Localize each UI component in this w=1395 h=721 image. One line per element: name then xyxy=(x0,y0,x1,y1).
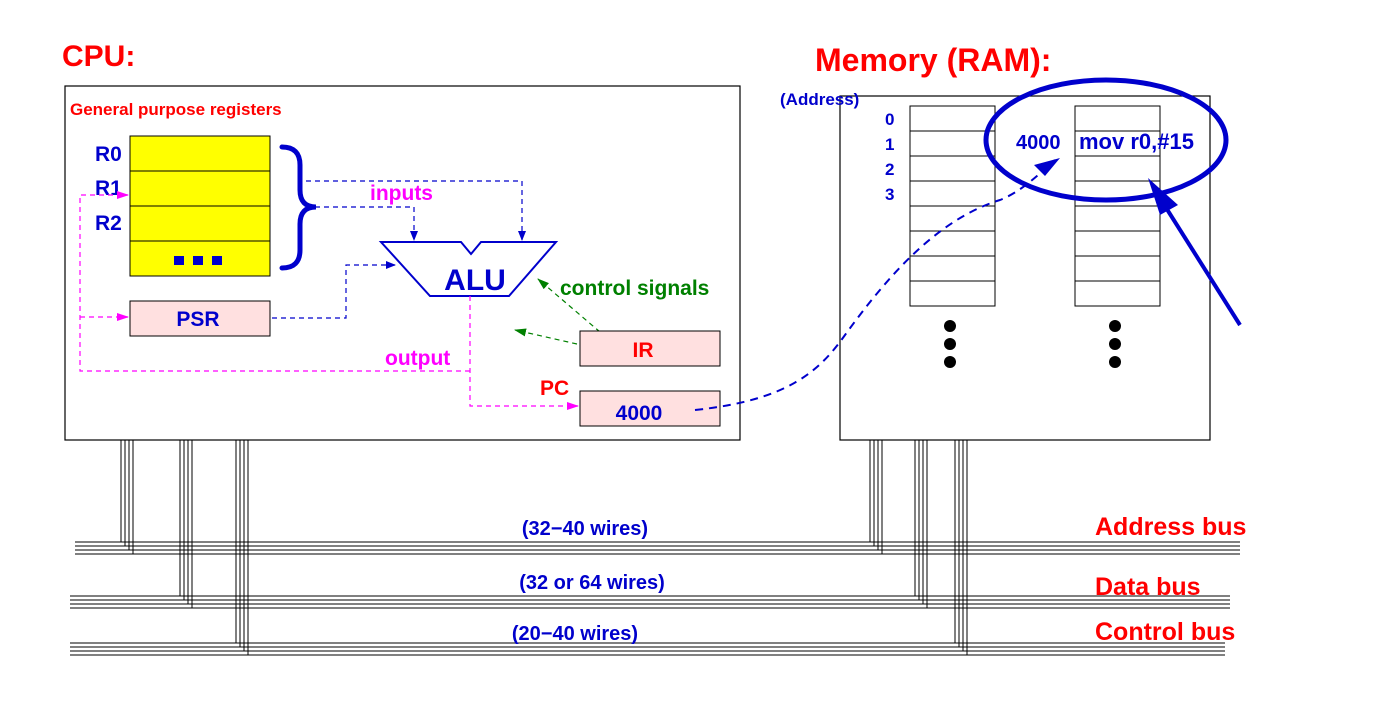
memory-continuation-dots xyxy=(944,320,1121,368)
memory-title: Memory (RAM): xyxy=(815,42,1051,78)
highlight-pointer-arrow xyxy=(1156,193,1242,327)
address-label: 0 xyxy=(885,110,894,129)
address-bus-wires: (32−40 wires) xyxy=(522,518,648,540)
control-bus-wires: (20−40 wires) xyxy=(512,623,638,645)
data-bus-lines xyxy=(70,595,1230,609)
address-bus-lines xyxy=(75,541,1240,555)
memory-column-high xyxy=(1074,105,1161,307)
highlight-address: 4000 xyxy=(1016,132,1061,154)
alu-shape xyxy=(378,241,559,297)
memory-column-low xyxy=(909,105,996,307)
pc-value: 4000 xyxy=(616,402,663,425)
inputs-label: inputs xyxy=(370,182,433,205)
register-r0 xyxy=(129,135,271,172)
ellipsis-dot xyxy=(212,256,222,265)
register-r2 xyxy=(129,205,271,242)
ir-register xyxy=(579,330,721,367)
register-file xyxy=(129,135,271,277)
alu-output-lines xyxy=(79,191,579,410)
cpu-bus-connectors xyxy=(120,440,249,655)
psr-label: PSR xyxy=(176,308,219,331)
data-bus-wires: (32 or 64 wires) xyxy=(519,572,665,594)
ellipsis-dot xyxy=(174,256,184,265)
gpr-title: General purpose registers xyxy=(70,100,282,119)
register-more xyxy=(129,240,271,277)
cpu-title: CPU: xyxy=(62,40,135,73)
ellipsis-dot xyxy=(193,256,203,265)
psr-register xyxy=(129,300,271,337)
data-bus-label: Data bus xyxy=(1095,573,1201,601)
pc-to-memory-curve xyxy=(694,159,1056,411)
register-r1 xyxy=(129,170,271,207)
control-bus-lines xyxy=(70,642,1225,656)
register-label-r1: R1 xyxy=(95,177,122,200)
register-label-r2: R2 xyxy=(95,212,122,235)
highlight-instruction: mov r0,#15 xyxy=(1079,129,1194,154)
register-label-r0: R0 xyxy=(95,143,122,166)
highlight-pointer-arrowhead xyxy=(1148,178,1178,215)
pc-label: PC xyxy=(540,377,569,400)
control-signal-arrows xyxy=(514,278,601,345)
address-label: 2 xyxy=(885,160,894,179)
pc-to-memory-arrowhead xyxy=(1034,158,1060,176)
ir-label: IR xyxy=(633,339,654,362)
address-bus-label: Address bus xyxy=(1095,513,1246,541)
memory-bus-connectors xyxy=(869,440,968,655)
output-label: output xyxy=(385,347,450,370)
control-bus-label: Control bus xyxy=(1095,618,1235,646)
address-label: 3 xyxy=(885,185,894,204)
alu-input-lines xyxy=(272,180,526,319)
highlight-ellipse xyxy=(983,77,1229,203)
pc-register xyxy=(579,390,721,427)
address-label: 1 xyxy=(885,135,894,154)
address-header: (Address) xyxy=(780,90,859,109)
alu-label: ALU xyxy=(444,264,506,297)
cpu-box xyxy=(64,85,741,441)
control-signals-label: control signals xyxy=(560,277,709,300)
